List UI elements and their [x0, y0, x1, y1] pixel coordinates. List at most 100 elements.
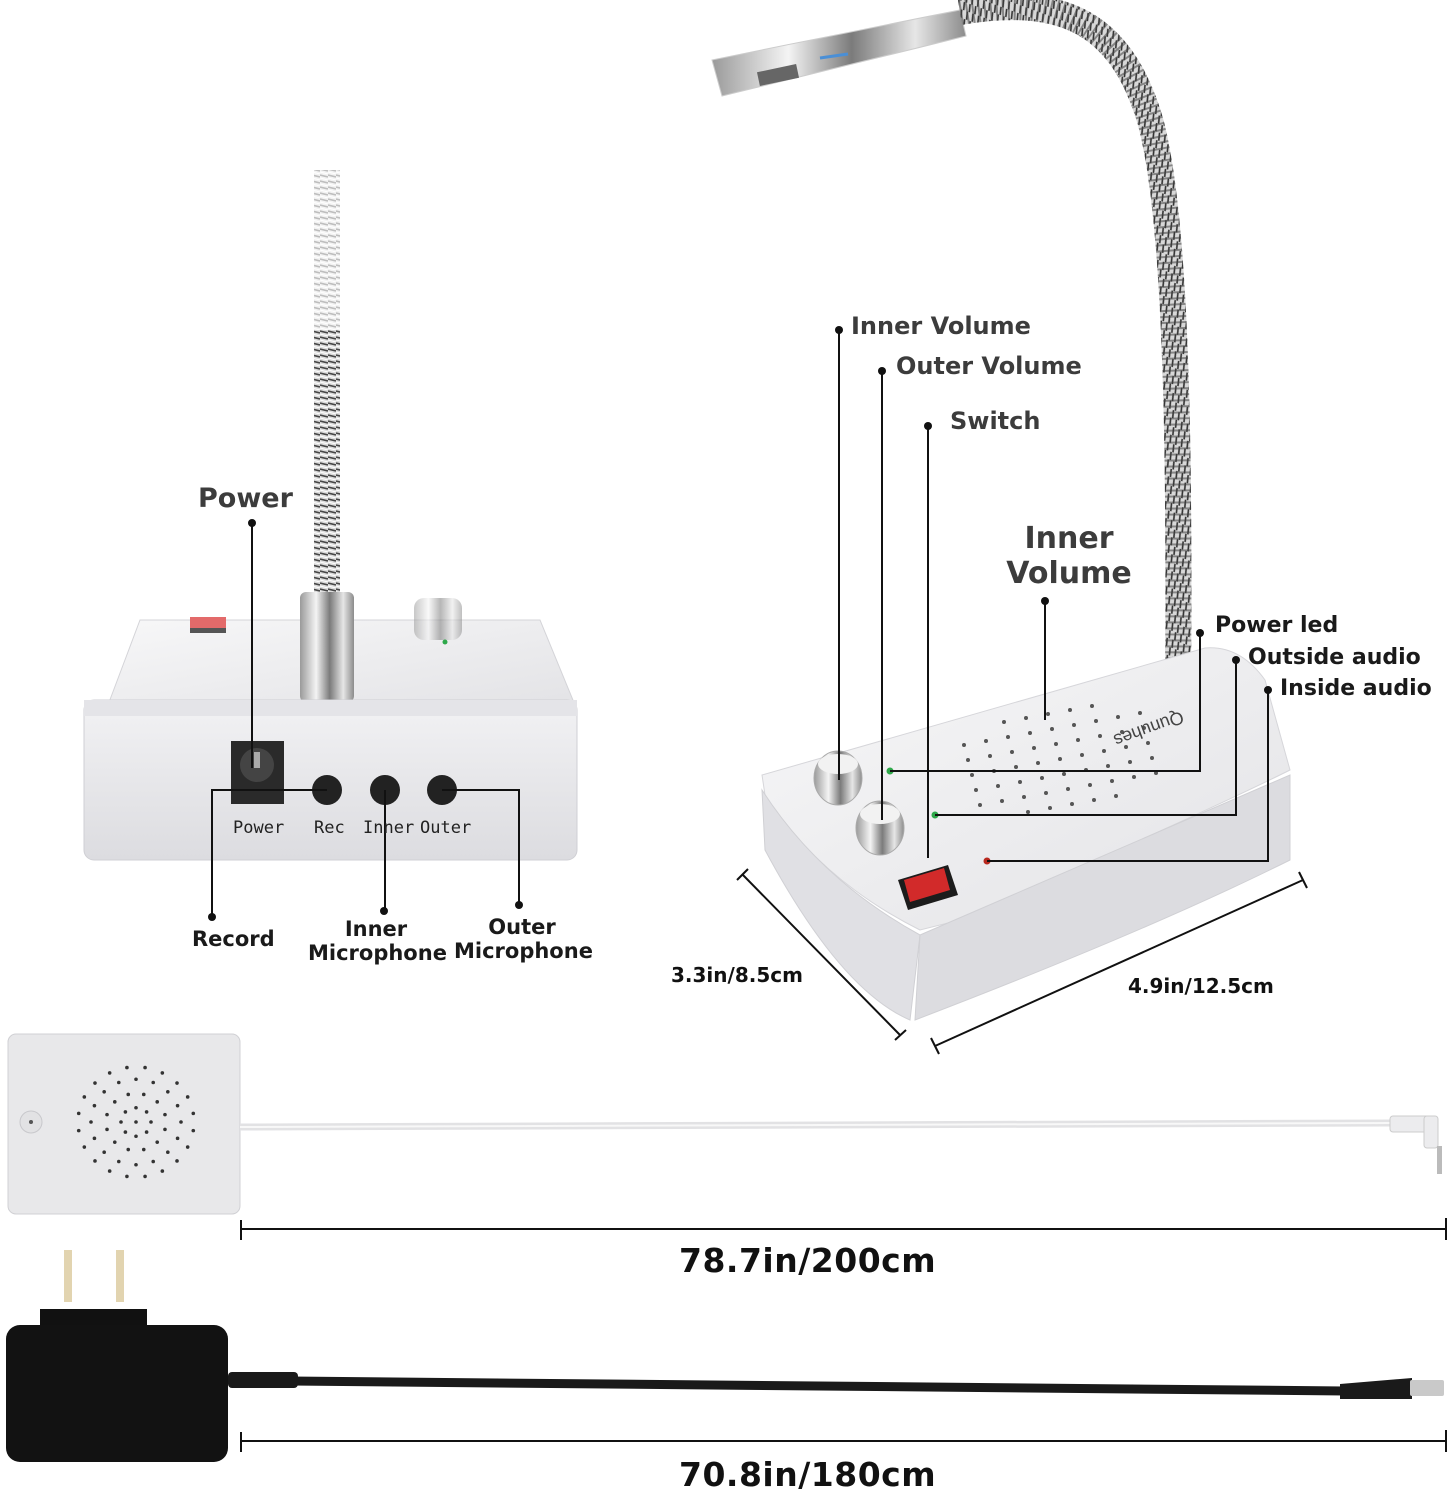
grille-hole: [107, 1169, 112, 1173]
grille-hole: [1120, 730, 1124, 734]
grille-hole: [191, 1128, 196, 1133]
callout-outer-volume: Outer Volume: [896, 352, 1082, 380]
left-power-switch: [190, 617, 226, 630]
grille-hole: [1090, 704, 1094, 708]
grille-hole: [1062, 772, 1066, 776]
grille-hole: [160, 1169, 165, 1173]
grille-hole: [175, 1103, 180, 1108]
grille-hole: [978, 803, 982, 807]
grille-hole: [125, 1174, 129, 1179]
grille-hole: [1010, 750, 1014, 754]
grille-hole: [175, 1081, 179, 1085]
grille-hole: [143, 1174, 147, 1179]
grille-hole: [970, 773, 974, 777]
grille-hole: [1098, 734, 1102, 738]
grille-hole: [185, 1145, 190, 1149]
grille-hole: [1000, 799, 1004, 803]
grille-hole: [191, 1111, 196, 1116]
grille-hole: [107, 1071, 112, 1075]
adapter-cable-dimension: [240, 1430, 1447, 1452]
dimension-width-label: 4.9in/12.5cm: [1128, 974, 1274, 998]
grille-hole: [143, 1065, 147, 1070]
dimension-depth-label: 3.3in/8.5cm: [671, 963, 803, 987]
grille-hole: [175, 1159, 179, 1163]
jack-label-inner: Inner: [363, 818, 415, 838]
grille-hole: [1088, 783, 1092, 787]
grille-hole: [1150, 756, 1154, 760]
grille-hole: [1124, 745, 1128, 749]
grille-hole: [1058, 757, 1062, 761]
grille-hole: [126, 1147, 131, 1152]
grille-hole: [82, 1145, 87, 1149]
grille-hole: [1102, 749, 1106, 753]
grille-hole: [1114, 794, 1118, 798]
grille-hole: [996, 784, 1000, 788]
callout-inner-mic-line1: Inner: [344, 917, 408, 941]
grille-hole: [1026, 810, 1030, 814]
grille-hole: [93, 1081, 97, 1085]
grille-hole: [93, 1159, 97, 1163]
left-volume-knob: [414, 598, 462, 640]
adapter-cable: [289, 1376, 1346, 1396]
grille-hole: [134, 1120, 138, 1124]
grille-hole: [962, 743, 966, 747]
callout-speaker-line2: Volume: [1006, 556, 1132, 591]
grille-hole: [1138, 711, 1142, 715]
callout-outside-audio: Outside audio: [1248, 645, 1421, 670]
grille-hole: [1002, 720, 1006, 724]
grille-hole: [1076, 738, 1080, 742]
grille-hole: [160, 1071, 165, 1075]
grille-hole: [1070, 802, 1074, 806]
grille-hole: [1116, 715, 1120, 719]
callout-switch: Switch: [950, 407, 1041, 435]
grille-hole: [1080, 753, 1084, 757]
grille-hole: [966, 758, 970, 762]
jack-label-power: Power: [233, 818, 285, 838]
callout-inside-audio: Inside audio: [1280, 676, 1432, 701]
dc-plug: [1340, 1378, 1444, 1399]
callout-outer-microphone: Outer Microphone: [454, 915, 593, 963]
adapter-cable-length: 70.8in/180cm: [679, 1455, 937, 1494]
grille-hole: [1046, 712, 1050, 716]
grille-hole: [1024, 716, 1028, 720]
grille-hole: [134, 1134, 138, 1139]
grille-hole: [166, 1089, 170, 1094]
grille-hole: [1146, 741, 1150, 745]
grille-hole: [155, 1100, 160, 1104]
grille-hole: [116, 1159, 121, 1164]
grille-hole: [141, 1092, 146, 1097]
grille-hole: [1022, 795, 1026, 799]
callout-inner-volume: Inner Volume: [851, 312, 1031, 340]
grille-hole: [134, 1077, 138, 1082]
callout-power-led: Power led: [1215, 613, 1339, 638]
speaker-grille: [962, 704, 1158, 814]
power-adapter: [6, 1250, 1447, 1462]
audio-plug: [1389, 1115, 1442, 1174]
grille-hole: [92, 1103, 97, 1108]
grille-hole: [166, 1150, 170, 1155]
grille-hole: [1132, 775, 1136, 779]
adapter-body: [6, 1325, 228, 1462]
grille-hole: [1044, 791, 1048, 795]
callout-outer-mic-line2: Microphone: [454, 939, 593, 963]
left-intercom-unit: [83, 170, 578, 921]
grille-hole: [1092, 798, 1096, 802]
grille-hole: [1128, 760, 1132, 764]
grille-hole: [151, 1080, 156, 1085]
grille-hole: [116, 1080, 121, 1085]
grille-hole: [1072, 723, 1076, 727]
grille-hole: [123, 1110, 128, 1114]
grille-hole: [1028, 731, 1032, 735]
grille-hole: [185, 1095, 190, 1099]
grille-hole: [105, 1127, 109, 1132]
grille-hole: [1018, 780, 1022, 784]
grille-hole: [163, 1127, 167, 1132]
grille-hole: [123, 1130, 128, 1134]
callout-power: Power: [198, 483, 293, 514]
grille-hole: [175, 1136, 180, 1141]
callout-inner-mic-line2: Microphone: [308, 941, 447, 965]
grille-hole: [92, 1136, 97, 1141]
grille-hole: [163, 1112, 167, 1117]
grille-hole: [1066, 787, 1070, 791]
